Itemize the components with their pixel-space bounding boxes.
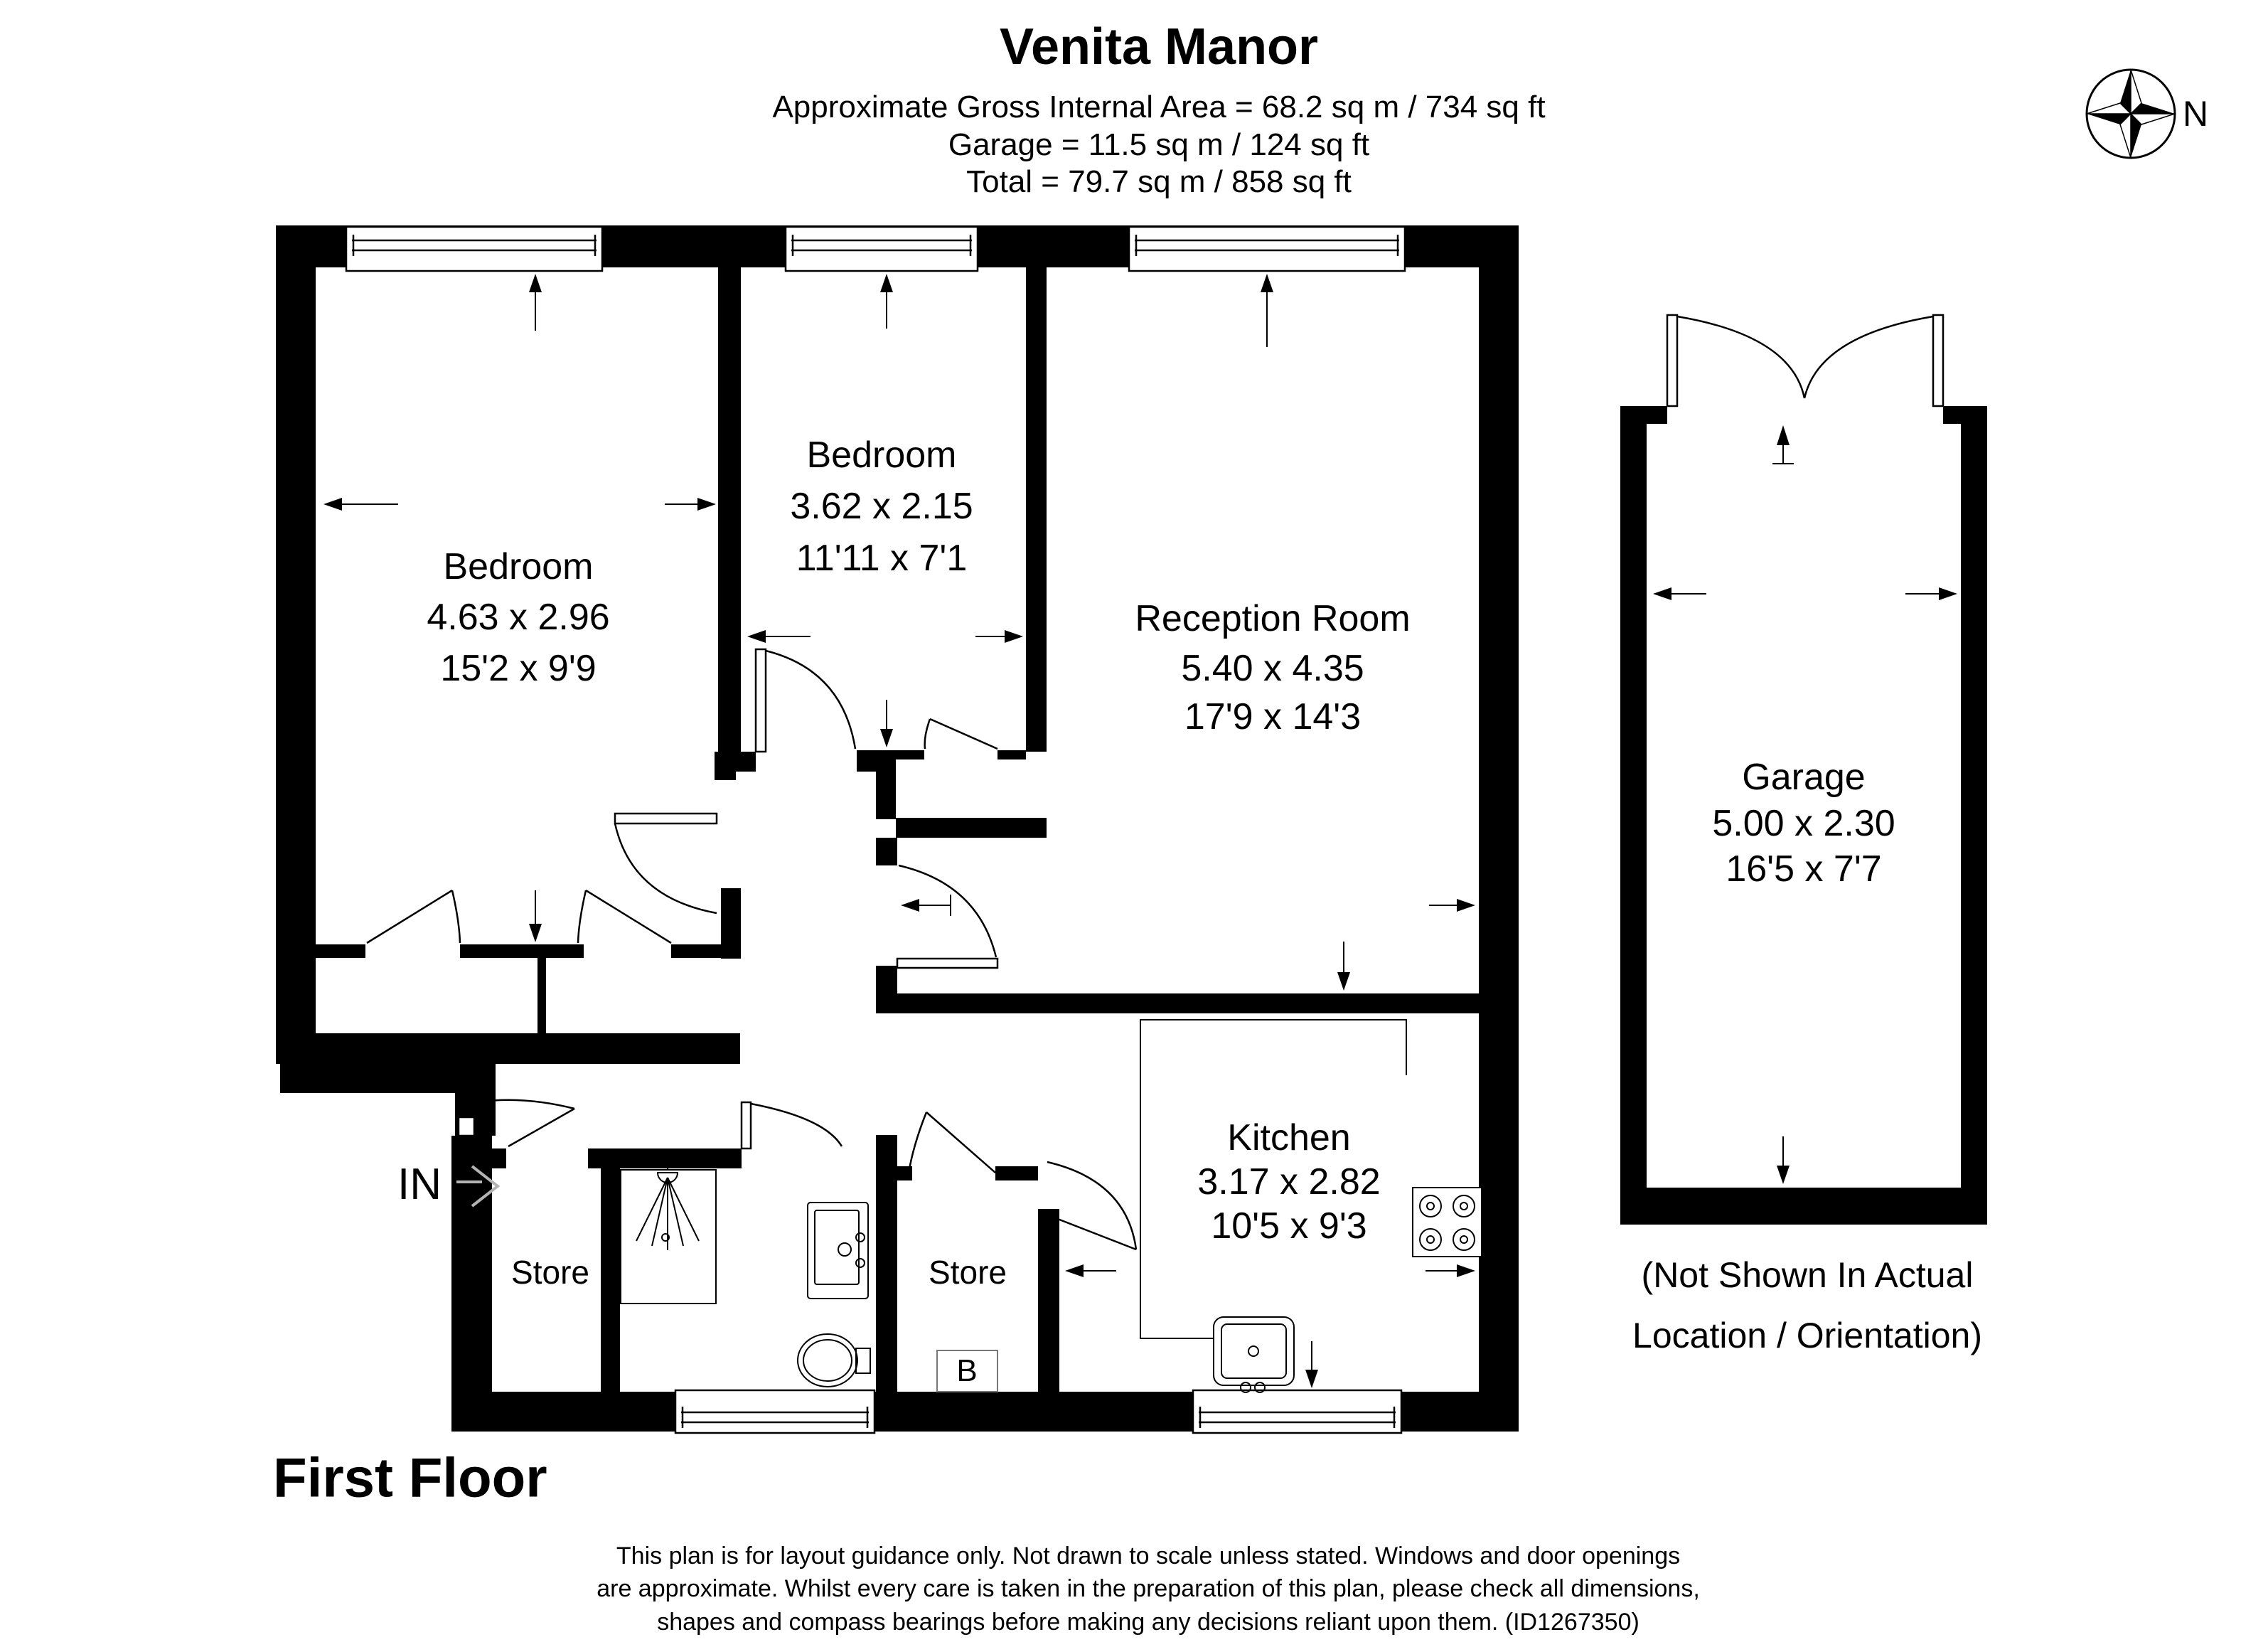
store-left-label: Store [511,1254,589,1291]
total-area-line: Total = 79.7 sq m / 858 sq ft [966,164,1352,199]
window-bedroom1 [345,225,604,272]
garage-name: Garage [1742,757,1866,798]
arrow-garage-down [1777,1136,1790,1184]
compass-icon [2085,68,2176,159]
boiler-label: B [956,1353,978,1388]
kitchen-counter [1140,1019,1407,1339]
door-bedroom2-entry [754,648,857,753]
arrow-reception-left [901,895,951,916]
bedroom2-size-ft: 11'11 x 7'1 [796,538,968,579]
boiler-box [936,1350,998,1392]
garage-door [1666,314,1945,407]
kitchen-size-m: 3.17 x 2.82 [1197,1161,1381,1203]
bedroom2-name: Bedroom [806,435,957,476]
door-hall-reception [896,864,999,969]
compass-north-label: N [2182,94,2209,134]
reception-name: Reception Room [1135,598,1411,639]
fixtures [620,1019,1482,1393]
door-bedroom1-closet-right [577,889,672,944]
arrow-bedroom2-up [880,274,893,329]
bedroom1-name: Bedroom [443,546,594,587]
doors [366,648,1138,1251]
garage-area-line: Garage = 11.5 sq m / 124 sq ft [948,127,1370,162]
window-bathroom [674,1389,876,1434]
entrance-arrow-icon [456,1165,501,1208]
window-reception [1128,225,1406,272]
garage-note-line2: Location / Orientation) [1632,1316,1982,1355]
garage-note-line1: (Not Shown In Actual [1641,1255,1974,1295]
reception-size-ft: 17'9 x 14'3 [1184,696,1362,737]
window-kitchen [1192,1389,1403,1434]
shower [620,1163,717,1304]
floor-label: First Floor [273,1446,547,1509]
garage-walls [1620,406,1987,1225]
arrow-bedroom2-right [975,630,1023,643]
entrance-label: IN [397,1160,442,1209]
arrow-garage-left [1653,587,1706,600]
window-bedroom2 [784,225,979,272]
garage-size-m: 5.00 x 2.30 [1712,803,1895,844]
door-bedroom1-entry [614,812,718,915]
reception-size-m: 5.40 x 4.35 [1181,648,1364,689]
arrow-bedroom1-left [323,498,398,511]
door-store-right [906,1112,996,1178]
disclaimer-line3: shapes and compass bearings before makin… [657,1609,1640,1636]
arrow-garage-up [1772,425,1794,464]
arrow-bedroom1-up [529,274,542,331]
arrow-bedroom2-down [880,700,893,747]
kitchen-name: Kitchen [1227,1117,1351,1158]
disclaimer-line2: are approximate. Whilst every care is ta… [597,1575,1700,1602]
arrow-bedroom1-right [665,498,716,511]
arrow-reception-up [1261,274,1273,347]
interior-walls [316,267,1479,1392]
toilet [797,1333,871,1387]
bedroom1-size-ft: 15'2 x 9'9 [440,648,597,689]
area-line: Approximate Gross Internal Area = 68.2 s… [772,90,1546,124]
arrow-kitchen-down [1305,1341,1318,1388]
arrow-garage-right [1905,587,1957,600]
arrow-reception-down [1337,942,1350,991]
door-entrance [456,1099,575,1148]
page-title: Venita Manor [999,18,1319,75]
arrow-bedroom1-down [529,890,542,942]
door-kitchen [1042,1161,1138,1251]
store-right-label: Store [929,1254,1007,1291]
garage-size-ft: 16'5 x 7'7 [1726,848,1882,890]
windows [345,225,1406,1434]
hob [1412,1187,1482,1257]
bedroom1-size-m: 4.63 x 2.96 [427,597,610,638]
kitchen-size-ft: 10'5 x 9'3 [1211,1205,1367,1247]
door-bathroom [740,1101,843,1150]
arrow-kitchen-right [1425,1264,1475,1277]
bedroom2-size-m: 3.62 x 2.15 [790,486,973,527]
door-bedroom2-lobby [924,718,998,750]
dimension-arrows [323,274,1957,1388]
arrow-bedroom2-left [747,630,811,643]
kitchen-sink [1213,1316,1295,1393]
disclaimer-line1: This plan is for layout guidance only. N… [616,1542,1681,1569]
arrow-reception-right [1429,899,1475,912]
door-bedroom1-closet-left [366,889,461,944]
washbasin [807,1202,869,1299]
arrow-kitchen-left [1065,1264,1116,1277]
